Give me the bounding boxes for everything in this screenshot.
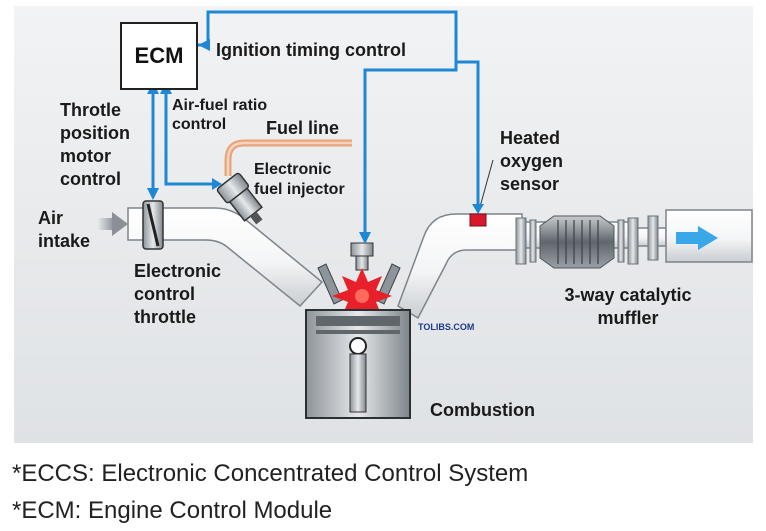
footnote-eccs: *ECCS: Electronic Concentrated Control S… [12,460,529,487]
oxygen-sensor-label-3: sensor [500,174,560,194]
air-intake-label-2: intake [38,231,91,251]
air-fuel-label-2: control [172,116,227,133]
footnote-ecm: *ECM: Engine Control Module [12,497,333,524]
combustion-burst-icon [332,268,392,322]
injector-label-2: fuel injector [254,181,345,198]
oxygen-sensor-icon [469,213,487,227]
air-intake-label-1: Air [38,208,64,228]
catalytic-converter [515,215,659,269]
air-fuel-label-1: Air-fuel ratio [172,97,268,114]
throttle-motor-label-4: control [60,169,121,189]
catalytic-label-2: muffler [597,308,659,328]
intake-pipe [127,207,324,308]
engine-block [305,309,411,419]
catalytic-label-1: 3-way catalytic [564,285,692,305]
throttle-valve-icon [142,200,164,250]
oxygen-sensor-label-2: oxygen [500,151,564,171]
watermark: TOLIBS.COM [418,322,475,332]
throttle-motor-label-3: motor [60,146,111,166]
spark-plug-icon [350,242,374,271]
fuel-injector-icon [216,172,263,225]
injector-label-1: Electronic [254,161,332,178]
combustion-label: Combustion [430,400,535,420]
throttle-motor-label-2: position [60,123,130,143]
fuel-line-label: Fuel line [266,118,340,138]
throttle-motor-label-1: Throtle [60,100,121,120]
oxygen-sensor-label-1: Heated [500,128,561,148]
throttle-label-1: Electronic [134,261,222,281]
ecm-box: ECM [120,22,198,90]
exhaust-flow-arrow [676,226,718,250]
throttle-label-2: control [134,284,195,304]
air-intake-arrow [98,212,128,236]
ignition-timing-label: Ignition timing control [216,40,406,60]
fuel-line [224,139,352,176]
throttle-label-3: throttle [134,307,196,327]
